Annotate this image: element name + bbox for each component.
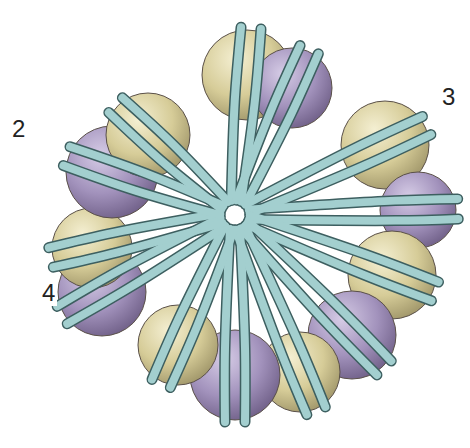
dna-strand-outline <box>249 219 458 221</box>
dna-strand-outline <box>109 113 221 210</box>
callout-number: 4 <box>40 280 57 306</box>
dna-strand <box>231 27 241 200</box>
dna-strand-outline <box>240 229 245 422</box>
dna-strand <box>249 219 458 221</box>
dna-strand <box>246 116 423 204</box>
dna-strand <box>240 229 245 422</box>
dna-strand <box>122 98 228 202</box>
dna-strand <box>249 199 458 210</box>
dna-strand <box>245 226 325 407</box>
callout-number: 3 <box>440 84 457 110</box>
callout-number: 2 <box>10 116 27 142</box>
dna-strand <box>248 222 391 361</box>
dna-strand <box>109 113 221 210</box>
dna-strand <box>49 213 220 247</box>
